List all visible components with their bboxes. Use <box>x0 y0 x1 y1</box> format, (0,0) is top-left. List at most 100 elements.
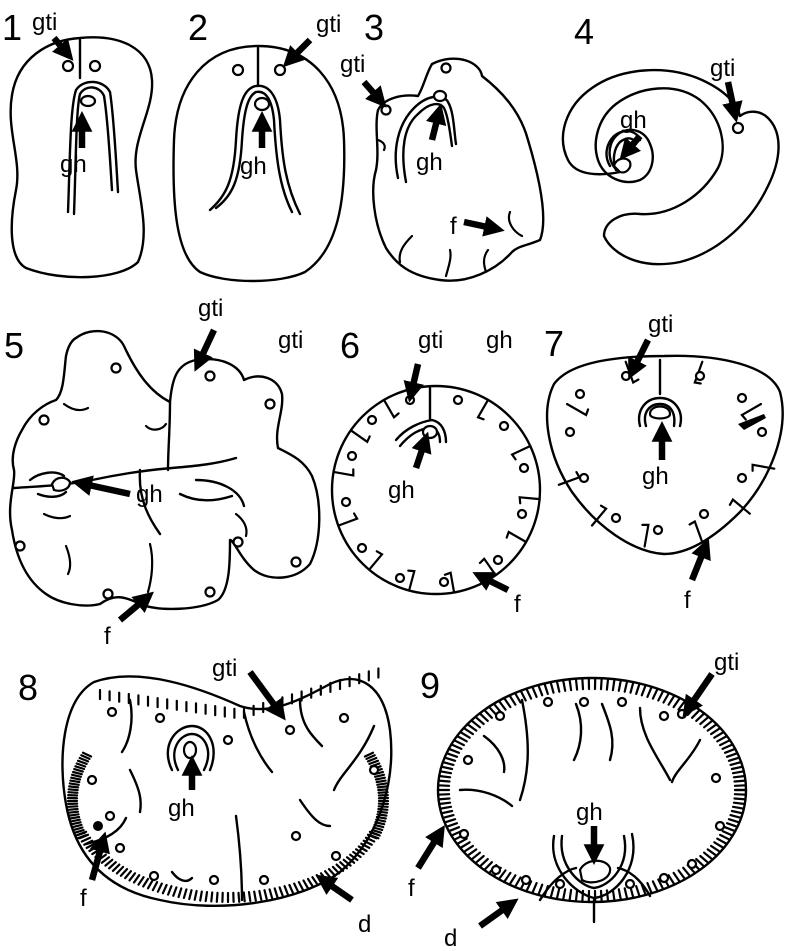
panel-8-serration-bottom-37 <box>217 893 218 902</box>
panel-9-serration-148 <box>735 781 746 782</box>
panel-3-gti-top <box>442 64 451 73</box>
panel-5-gh <box>52 478 70 491</box>
panel-8-serration-right-13 <box>378 789 387 790</box>
panel-8-serration-right-23 <box>377 817 386 819</box>
panel-8-serration-left-9 <box>69 812 78 813</box>
panel-1-gti-right <box>90 61 100 71</box>
panel-6-outline <box>332 386 540 594</box>
panel-9-serration-147 <box>734 776 745 777</box>
panel-number-8: 8 <box>18 667 38 708</box>
panel-7-gti-label: gti <box>648 311 673 338</box>
panel-9-serration-76 <box>438 785 449 786</box>
panel-5-gti-5 <box>16 542 25 551</box>
panel-5-gti-4 <box>266 400 275 409</box>
panel-8-serration-bottom-32 <box>244 893 245 902</box>
panel-9-serration-1 <box>735 794 746 795</box>
panel-5-gti-arrow <box>200 330 214 360</box>
panel-3-gti-label: gti <box>340 51 365 78</box>
panel-8-serration-left-11 <box>68 806 77 807</box>
panel-1: 1 gti gh <box>2 7 152 277</box>
panel-9-gti-label: gti <box>714 649 739 676</box>
panel-8-serration-left-17 <box>69 789 78 790</box>
stray-gti-label: gti <box>278 327 303 354</box>
panel-5-gti-7 <box>206 588 215 597</box>
panel-8-serration-left-10 <box>69 809 78 810</box>
panel-9-serration-110 <box>576 679 577 690</box>
panel-9-serration-111 <box>582 678 583 689</box>
panel-5-f-label: f <box>104 623 111 650</box>
panel-5-gti-8 <box>234 538 243 547</box>
panel-8-serration-right-19 <box>379 806 388 807</box>
panel-2-gh-label: gh <box>240 153 267 180</box>
panel-4-gti-label: gti <box>710 55 735 82</box>
panel-5-outline <box>10 331 319 609</box>
panel-9-serration-3 <box>734 803 745 804</box>
panel-6: 6 gh gti gh f <box>332 325 540 618</box>
panel-8-serration-bottom-31 <box>249 892 250 901</box>
panel-number-6: 6 <box>340 325 360 366</box>
panel-7: 7 gti gh f <box>544 311 783 614</box>
panel-1-gh <box>81 96 95 106</box>
panel-2-gti-right <box>275 65 285 75</box>
panel-8-gti-label: gti <box>212 655 237 682</box>
panel-4-gh-label: gh <box>620 107 647 134</box>
panel-9-serration-114 <box>601 678 602 689</box>
panel-8-serration-bottom-38 <box>211 893 212 902</box>
stray-gh-label: gh <box>486 327 513 354</box>
panel-2-gh <box>255 98 269 110</box>
panel-6-f-arrow <box>484 578 508 590</box>
panel-8-serration-right-10 <box>377 781 386 783</box>
panel-7-f-label: f <box>684 587 691 614</box>
panel-9-serration-72 <box>439 803 450 804</box>
panel-8-serration-left-16 <box>68 792 77 793</box>
panel-number-7: 7 <box>544 323 564 364</box>
panel-5: 5 gti gh f gti <box>4 295 319 650</box>
panel-9-d-label: d <box>444 925 457 951</box>
panel-3-f-label: f <box>450 213 457 240</box>
panel-number-4: 4 <box>574 11 594 52</box>
panel-9: 9 gti gh f d <box>408 649 746 951</box>
panel-number-2: 2 <box>188 7 208 48</box>
panel-8-serration-right-20 <box>378 809 387 810</box>
panel-8-serration-right-11 <box>377 783 386 784</box>
panel-8-serration-right-27 <box>374 828 383 830</box>
panel-4: 4 gti gh <box>563 11 779 264</box>
panel-2-gti-label: gti <box>316 11 341 38</box>
panel-9-gh <box>580 861 610 883</box>
panel-9-serration-77 <box>439 781 450 782</box>
panel-9-serration-40 <box>576 890 577 901</box>
panel-8-d-arrow <box>326 882 352 900</box>
panel-4-outline <box>563 70 779 264</box>
panel-3-gh-label: gh <box>416 149 443 176</box>
panel-6-gti-arrow <box>412 364 418 390</box>
panel-4-gti <box>733 123 743 133</box>
panel-9-serration-73 <box>439 799 450 800</box>
panel-8-gh-label: gh <box>168 795 195 822</box>
panel-3-gti-arrow <box>364 82 378 98</box>
panel-8-serration-right-12 <box>378 786 387 787</box>
panel-7-gh-label: gh <box>642 463 669 490</box>
panel-8-serration-right-22 <box>378 814 387 815</box>
panel-5-gti-9 <box>292 558 301 567</box>
panel-6-gh-label: gh <box>388 477 415 504</box>
panel-8-serration-bottom-33 <box>239 893 240 902</box>
panel-5-gti-1 <box>40 416 49 425</box>
panel-8-serration-left-7 <box>70 817 79 819</box>
panel-8: 8 gti gh f d <box>18 655 391 938</box>
panel-5-gti-2 <box>112 364 121 373</box>
panel-number-5: 5 <box>4 325 24 366</box>
panel-6-gh <box>423 426 437 438</box>
panel-9-gh-label: gh <box>576 799 603 826</box>
panel-8-f-label: f <box>80 885 87 912</box>
panel-number-3: 3 <box>364 7 384 48</box>
panel-number-1: 1 <box>2 7 22 48</box>
panel-9-f-arrow <box>418 836 438 868</box>
panel-2-gti-left <box>233 65 243 75</box>
panel-number-9: 9 <box>420 665 440 706</box>
panel-8-serration-right-21 <box>378 812 387 813</box>
panel-6-gti-label: gti <box>418 327 443 354</box>
panel-5-f-arrow <box>120 600 144 620</box>
panel-5-gti-label: gti <box>198 295 223 322</box>
panel-6-f-label: f <box>514 591 521 618</box>
